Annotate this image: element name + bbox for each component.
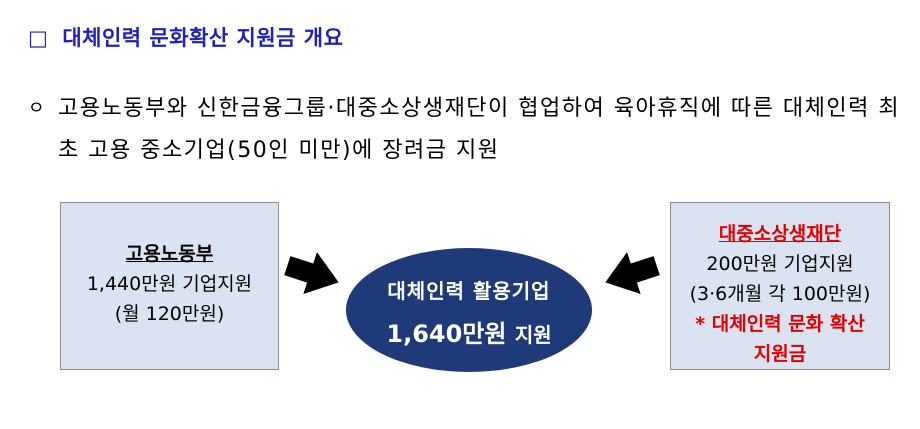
right-box-foundation: 대중소상생재단 200만원 기업지원 (3·6개월 각 100만원) * 대체인… xyxy=(670,202,890,370)
center-amount-line: 1,640만원 지원 xyxy=(346,314,592,349)
section-title: 대체인력 문화확산 지원금 개요 xyxy=(62,26,344,50)
left-arrow-icon xyxy=(605,252,660,294)
center-suffix: 지원 xyxy=(514,323,552,347)
center-ellipse: 대체인력 활용기업 1,640만원 지원 xyxy=(346,248,592,372)
left-box-ministry: 고용노동부 1,440만원 기업지원 (월 120만원) xyxy=(60,202,279,370)
right-box-line4: 지원금 xyxy=(753,343,807,365)
checkbox-square-icon: □ xyxy=(28,26,49,50)
right-box-title: 대중소상생재단 xyxy=(718,223,842,245)
right-box-line1: 200만원 기업지원 xyxy=(706,253,854,275)
section-heading: □ 대체인력 문화확산 지원금 개요 xyxy=(28,22,343,52)
right-box-line3: * 대체인력 문화 확산 xyxy=(695,313,865,335)
right-box-line2: (3·6개월 각 100만원) xyxy=(689,283,871,305)
left-box-title: 고용노동부 xyxy=(125,243,214,265)
bullet-text: 고용노동부와 신한금융그룹·대중소상생재단이 협업하여 육아휴직에 따른 대체인… xyxy=(58,96,901,163)
circle-bullet-icon: ㅇ xyxy=(28,98,45,119)
left-box-line2: (월 120만원) xyxy=(114,303,225,325)
left-box-line1: 1,440만원 기업지원 xyxy=(86,273,253,295)
right-arrow-icon xyxy=(284,252,339,294)
center-amount: 1,640만원 xyxy=(386,320,507,348)
center-line1: 대체인력 활용기업 xyxy=(387,279,551,303)
